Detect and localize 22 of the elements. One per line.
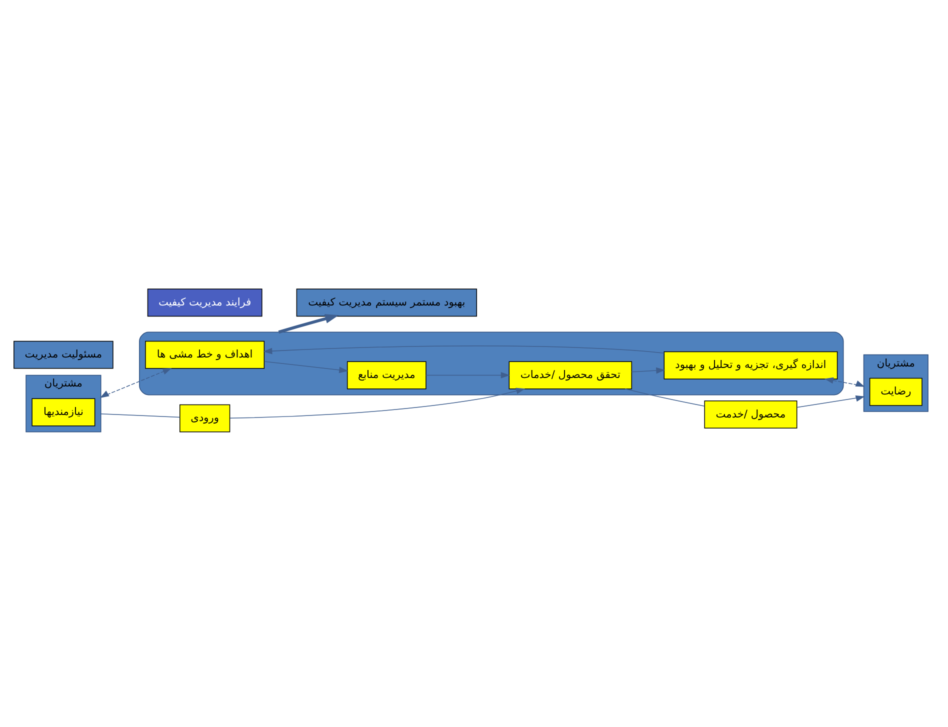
node-box: رضایت bbox=[869, 378, 922, 406]
node-box: محصول /خدمت bbox=[704, 400, 798, 429]
arrow bbox=[426, 372, 510, 378]
node-box: اندازه گیری، تجزیه و تحلیل و بهبود bbox=[664, 351, 838, 380]
arrow bbox=[278, 314, 339, 334]
node-box: بهبود مستمر سیستم مدیریت کیفیت bbox=[296, 288, 478, 317]
arrow bbox=[263, 346, 665, 354]
node-box: اهداف و خط مشی ها bbox=[145, 340, 265, 369]
arrow bbox=[824, 377, 865, 387]
node-box: تحقق محصول /خدمات bbox=[508, 361, 632, 390]
node-box: ورودی bbox=[180, 404, 230, 432]
node-box: فرایند مدیریت کیفیت bbox=[147, 288, 262, 317]
arrow bbox=[631, 367, 666, 374]
node-box: مدیریت منابع bbox=[346, 361, 426, 390]
arrow bbox=[230, 388, 526, 418]
node-box: مسئولیت مدیریت bbox=[14, 340, 114, 369]
arrow bbox=[796, 396, 865, 408]
node-box: نیازمندیها bbox=[32, 398, 96, 426]
arrow bbox=[100, 368, 172, 398]
arrow bbox=[264, 361, 348, 374]
connector bbox=[100, 413, 180, 418]
connector bbox=[624, 388, 705, 407]
